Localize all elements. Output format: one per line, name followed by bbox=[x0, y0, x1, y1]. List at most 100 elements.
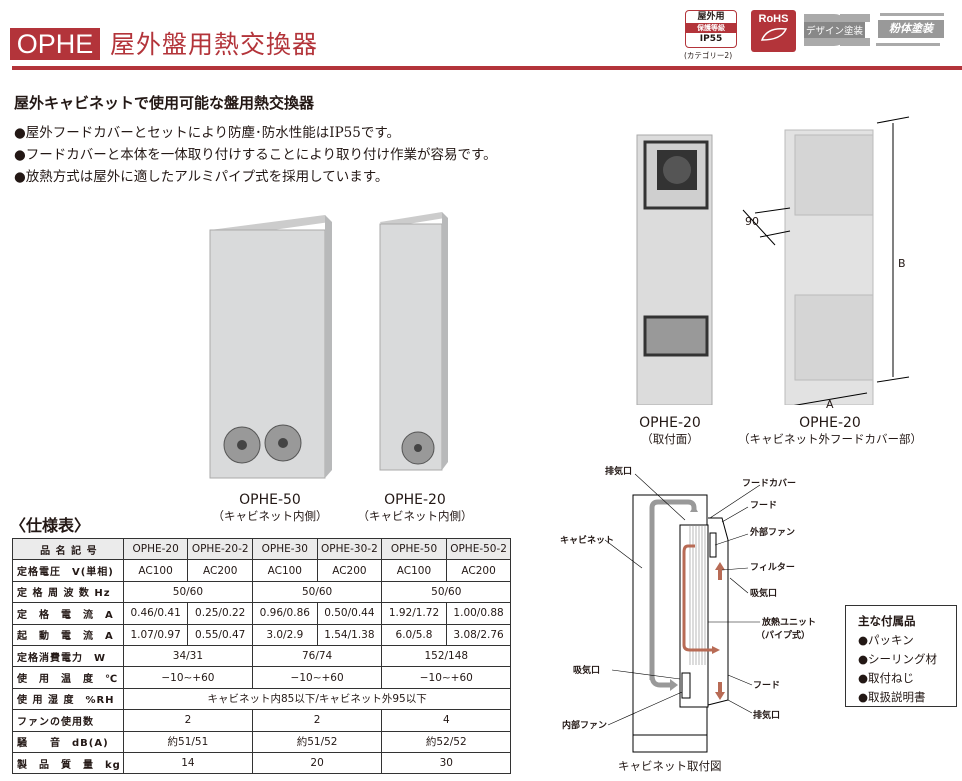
accessory-item: ●取付ねじ bbox=[858, 671, 915, 685]
caption-ophe-20-inner: OPHE-20（キャビネット内側） bbox=[357, 492, 473, 523]
spec-cell: 0.25/0.22 bbox=[187, 602, 253, 625]
spec-cell: 0.55/0.47 bbox=[187, 623, 253, 646]
feature-1: ●屋外フードカバーとセットにより防塵･防水性能はIP55です。 bbox=[14, 125, 401, 141]
spec-cell: 20 bbox=[251, 751, 383, 775]
spec-cell: 約51/52 bbox=[251, 730, 383, 753]
spec-cell: 0.46/0.41 bbox=[122, 602, 189, 625]
ophe-20-photo bbox=[379, 212, 448, 471]
spec-cell: OPHE-50 bbox=[381, 537, 447, 561]
accessory-item: ●パッキン bbox=[858, 633, 914, 647]
spec-cell: AC200 bbox=[445, 559, 512, 582]
spec-cell: −10∼+60 bbox=[122, 666, 254, 689]
label-intake-right: 吸気口 bbox=[750, 589, 778, 599]
feature-2: ●フードカバーと本体を一体取り付けすることにより取り付け作業が容易です。 bbox=[14, 147, 497, 163]
ip-line1: 屋外用 bbox=[697, 12, 725, 22]
accessories-title: 主な付属品 bbox=[858, 614, 916, 628]
spec-cell: 76/74 bbox=[251, 644, 383, 668]
spec-cell: AC100 bbox=[122, 559, 189, 582]
label-exhaust-top: 排気口 bbox=[605, 467, 633, 477]
spec-row-label: 製 品 質 量 kg bbox=[12, 751, 124, 775]
leaf-icon bbox=[760, 27, 787, 41]
spec-cell: 152/148 bbox=[381, 644, 512, 668]
spec-cell: AC100 bbox=[252, 559, 318, 582]
accessory-item: ●シーリング材 bbox=[858, 652, 938, 666]
spec-cell: 1.54/1.38 bbox=[316, 623, 383, 646]
spec-cell: 1.92/1.72 bbox=[381, 602, 447, 625]
caption-ophe-50: OPHE-50（キャビネット内側） bbox=[212, 492, 328, 523]
design-paint-badge: デザイン塗装 bbox=[802, 10, 872, 50]
spec-cell: 14 bbox=[122, 751, 254, 775]
accessory-item: ●取扱説明書 bbox=[858, 690, 926, 704]
label-intake-left: 吸気口 bbox=[573, 666, 601, 676]
spec-cell: 0.96/0.86 bbox=[252, 602, 318, 625]
spec-cell: 4 bbox=[381, 709, 512, 732]
subtitle: 屋外キャビネットで使用可能な盤用熱交換器 bbox=[14, 94, 315, 112]
accessories-box: 主な付属品 ●パッキン ●シーリング材 ●取付ねじ ●取扱説明書 bbox=[845, 605, 957, 707]
spec-cell: AC200 bbox=[187, 559, 253, 582]
dimension-depth: 90 bbox=[745, 215, 759, 228]
spec-cell: 34/31 bbox=[122, 644, 254, 668]
spec-cell: AC100 bbox=[381, 559, 447, 582]
ophe-20-mount-photo bbox=[636, 134, 713, 405]
spec-cell: −10∼+60 bbox=[251, 666, 383, 689]
page-title: 屋外盤用熱交換器 bbox=[110, 30, 319, 59]
spec-row-label: 定格消費電力 W bbox=[12, 644, 124, 668]
spec-cell: AC200 bbox=[316, 559, 383, 582]
spec-cell: OPHE-20-2 bbox=[187, 537, 253, 561]
cabinet-mount-diagram bbox=[604, 473, 761, 753]
caption-ophe-20-mount: OPHE-20（取付面） bbox=[639, 415, 701, 446]
spec-cell: 3.08/2.76 bbox=[445, 623, 512, 646]
ip-line3: IP55 bbox=[699, 34, 723, 44]
spec-row-label: 騒 音 dB(A) bbox=[12, 730, 124, 753]
diagram-caption: キャビネット取付図 bbox=[618, 759, 722, 773]
spec-cell: キャビネット内85以下/キャビネット外95以下 bbox=[122, 687, 512, 711]
spec-cell: 2 bbox=[251, 709, 383, 732]
spec-row-label: 使 用 温 度 ℃ bbox=[12, 666, 124, 689]
spec-cell: 50/60 bbox=[122, 580, 254, 604]
spec-row: 使 用 温 度 ℃−10∼+60−10∼+60−10∼+60 bbox=[12, 666, 512, 689]
product-photos-inner bbox=[209, 212, 448, 479]
spec-row-label: ファンの使用数 bbox=[12, 709, 124, 732]
spec-cell: 約51/51 bbox=[122, 730, 254, 753]
label-filter: フィルター bbox=[750, 563, 795, 573]
spec-cell: 0.50/0.44 bbox=[316, 602, 383, 625]
spec-cell: 6.0/5.8 bbox=[381, 623, 447, 646]
spec-cell: 1.00/0.88 bbox=[445, 602, 512, 625]
dimension-b: B bbox=[898, 257, 906, 270]
spec-cell: 30 bbox=[381, 751, 512, 775]
ophe-20-hood-cover-photo bbox=[742, 116, 910, 405]
product-photos-outer bbox=[636, 116, 910, 405]
spec-cell: 50/60 bbox=[381, 580, 512, 604]
ip-line2: 保護等級 bbox=[686, 23, 736, 33]
spec-cell: −10∼+60 bbox=[381, 666, 512, 689]
title-divider bbox=[12, 66, 962, 70]
feature-3: ●放熱方式は屋外に適したアルミパイプ式を採用しています。 bbox=[14, 169, 389, 185]
label-internal-fan: 内部ファン bbox=[562, 721, 608, 731]
spec-row-label: 起 動 電 流 A bbox=[12, 623, 124, 646]
caption-ophe-20-hood: OPHE-20（キャビネット外フードカバー部） bbox=[738, 415, 922, 446]
spec-cell: OPHE-50-2 bbox=[445, 537, 512, 561]
ip-category: (カテゴリー2) bbox=[684, 51, 733, 60]
label-hood-top: フード bbox=[750, 501, 778, 511]
spec-cell: OPHE-30-2 bbox=[316, 537, 383, 561]
spec-row-label: 定格電圧 V(単相) bbox=[12, 559, 124, 582]
design-paint-label: デザイン塗装 bbox=[804, 22, 866, 38]
ip55-badge: 屋外用 保護等級 IP55 bbox=[685, 10, 737, 48]
powder-paint-label: 粉体塗装 bbox=[878, 20, 944, 38]
label-exhaust-bottom: 排気口 bbox=[753, 711, 781, 721]
label-hood-cover: フードカバー bbox=[742, 479, 797, 489]
spec-cell: 50/60 bbox=[251, 580, 383, 604]
series-code-badge: OPHE bbox=[10, 28, 100, 60]
spec-table-title: 〈仕様表〉 bbox=[10, 516, 91, 535]
rohs-badge: RoHS bbox=[751, 10, 796, 52]
